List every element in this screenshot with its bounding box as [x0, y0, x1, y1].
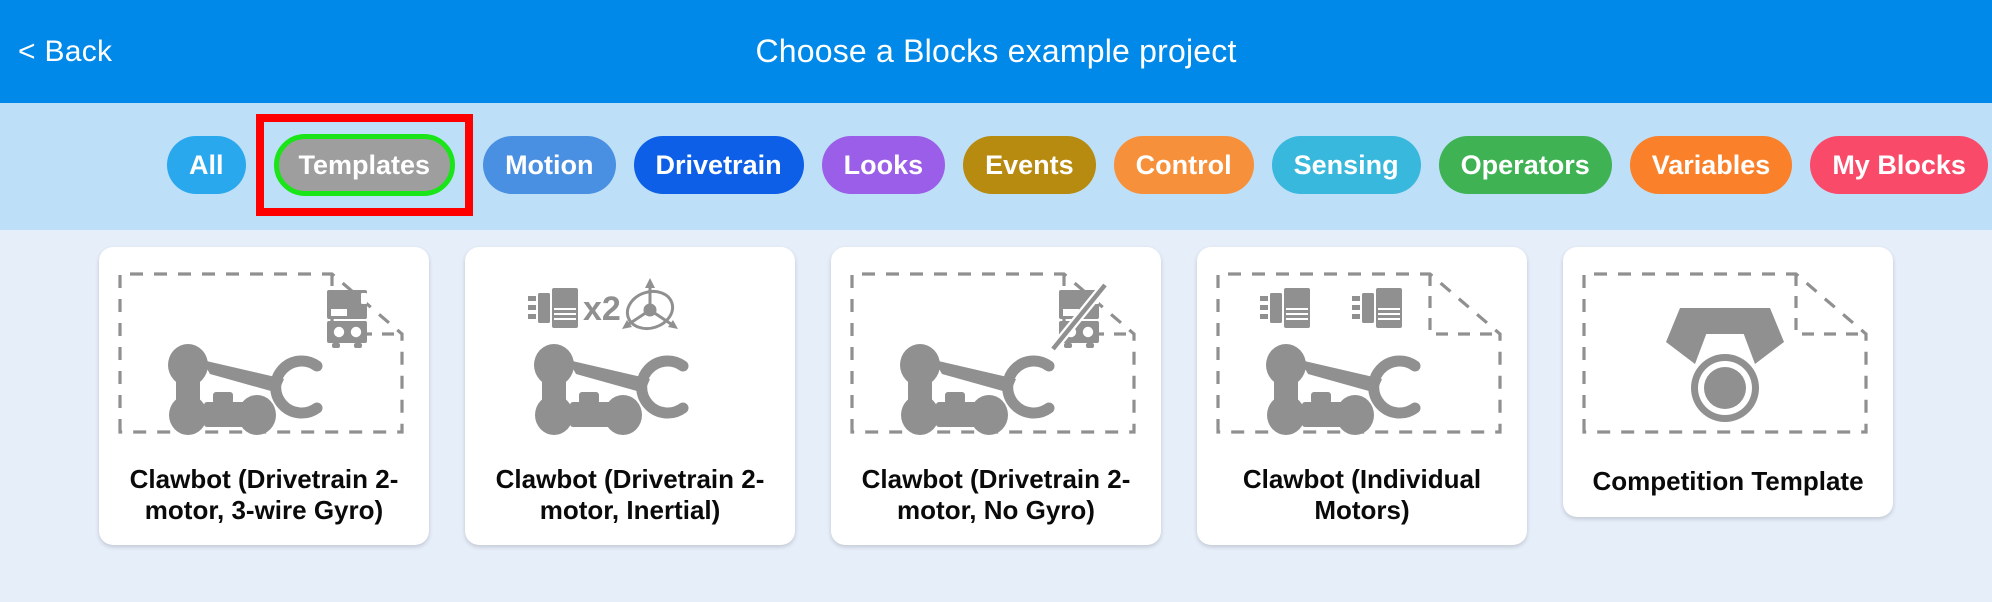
- project-card[interactable]: Clawbot (Individual Motors): [1197, 247, 1527, 546]
- project-card[interactable]: Clawbot (Drivetrain 2-motor, No Gyro): [831, 247, 1161, 546]
- motor-icon: [1352, 288, 1402, 328]
- project-thumbnail: [114, 260, 414, 450]
- category-button-variables[interactable]: Variables: [1629, 136, 1793, 194]
- project-card-grid: Clawbot (Drivetrain 2-motor, 3-wire Gyro…: [0, 230, 1992, 602]
- project-card-label: Clawbot (Drivetrain 2-motor, 3-wire Gyro…: [129, 464, 399, 525]
- category-button-events[interactable]: Events: [963, 136, 1096, 194]
- category-button-row: All Templates Motion Drivetrain Looks Ev…: [0, 114, 1992, 216]
- category-button-my-blocks[interactable]: My Blocks: [1810, 136, 1988, 194]
- motor-multiplier-label: x2: [583, 290, 621, 328]
- gyro-3wire-sensor-icon: [327, 290, 367, 348]
- page-title: Choose a Blocks example project: [755, 33, 1237, 69]
- project-card-label: Clawbot (Drivetrain 2-motor, No Gyro): [861, 464, 1131, 525]
- project-card[interactable]: Competition Template: [1563, 247, 1893, 517]
- gyro-no-sensor-icon: [1049, 282, 1109, 352]
- category-button-operators[interactable]: Operators: [1438, 136, 1612, 194]
- project-list-region: Clawbot (Drivetrain 2-motor, 3-wire Gyro…: [0, 230, 1992, 602]
- project-thumbnail: x2: [480, 260, 780, 450]
- clawbot-robot-icon: [900, 344, 1055, 435]
- app-header: < Back Choose a Blocks example project: [0, 0, 1992, 103]
- category-button-sensing[interactable]: Sensing: [1271, 136, 1421, 194]
- medal-icon: [1666, 308, 1784, 422]
- category-button-motion[interactable]: Motion: [483, 136, 616, 194]
- category-templates-wrapper: Templates: [255, 114, 474, 216]
- project-card-label: Competition Template: [1592, 466, 1864, 496]
- category-button-all[interactable]: All: [167, 136, 246, 194]
- category-button-drivetrain[interactable]: Drivetrain: [633, 136, 804, 194]
- project-card[interactable]: x2: [465, 247, 795, 546]
- category-filter-bar: All Templates Motion Drivetrain Looks Ev…: [0, 103, 1992, 230]
- clawbot-robot-icon: [168, 344, 323, 435]
- category-button-control[interactable]: Control: [1113, 136, 1254, 194]
- project-thumbnail: [1578, 260, 1878, 450]
- category-button-looks[interactable]: Looks: [821, 136, 946, 194]
- motor-icon: [1260, 288, 1310, 328]
- project-card-label: Clawbot (Individual Motors): [1242, 464, 1482, 525]
- project-card[interactable]: Clawbot (Drivetrain 2-motor, 3-wire Gyro…: [99, 247, 429, 546]
- clawbot-robot-icon: [1266, 344, 1421, 435]
- project-thumbnail: [1212, 260, 1512, 450]
- motor-icon: [528, 288, 578, 328]
- project-thumbnail: [846, 260, 1146, 450]
- category-button-templates[interactable]: Templates: [273, 134, 456, 196]
- clawbot-robot-icon: [534, 344, 689, 435]
- back-button[interactable]: < Back: [18, 34, 113, 68]
- project-card-label: Clawbot (Drivetrain 2-motor, Inertial): [495, 464, 765, 525]
- inertial-sensor-icon: [622, 278, 678, 331]
